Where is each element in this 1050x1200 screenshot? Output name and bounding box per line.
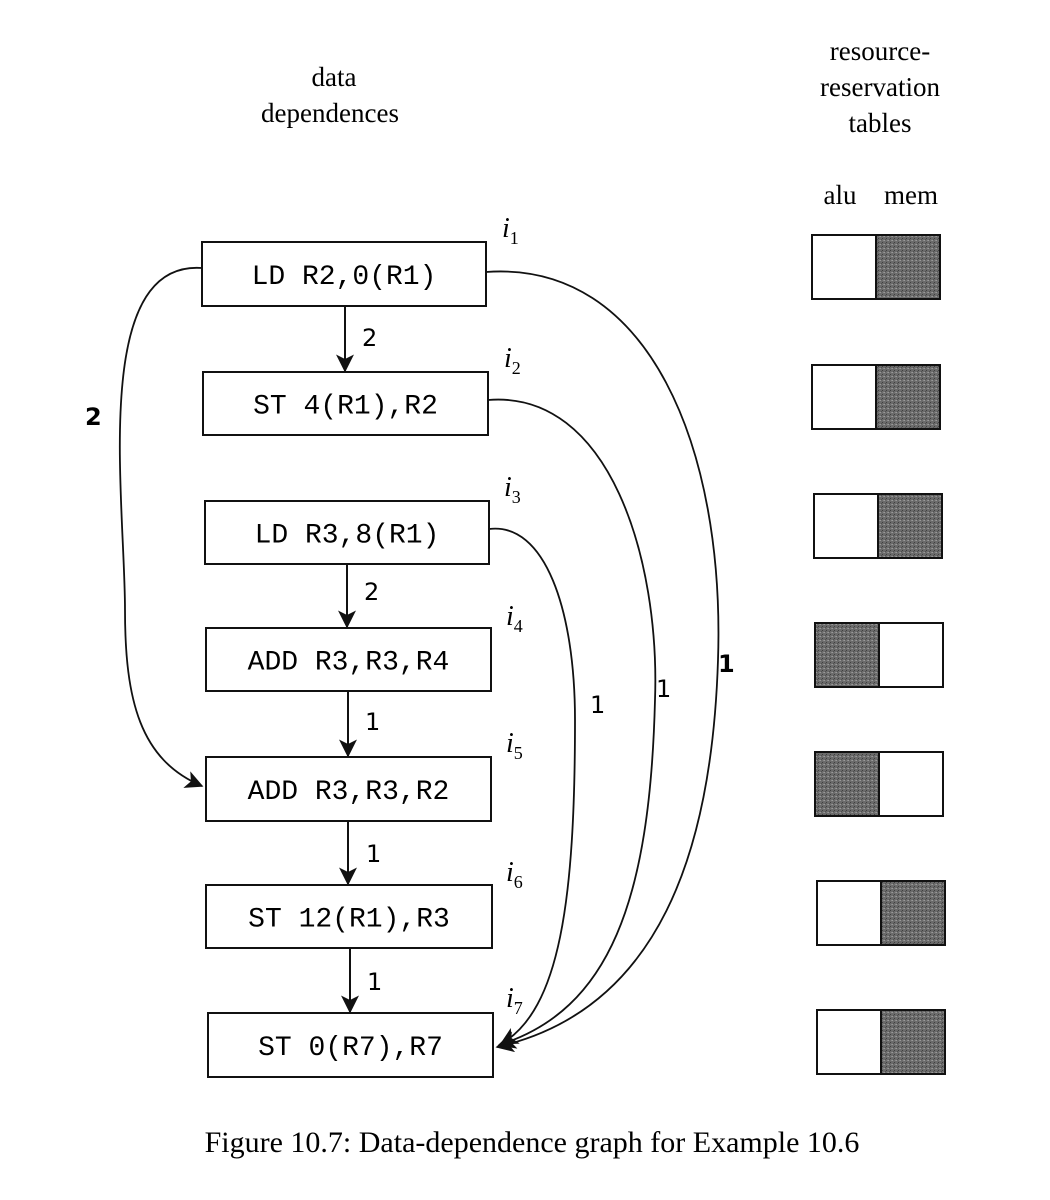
instruction-box [201, 241, 487, 307]
mem-cell-busy [875, 234, 941, 300]
header-alu: alu [824, 180, 857, 210]
instruction-label: i5 [506, 728, 523, 763]
instruction-node-i2: ST 4(R1),R2 i2 [202, 343, 521, 436]
instruction-box [207, 1012, 494, 1078]
edge-weight-label: 1 [367, 968, 382, 996]
edge-i6-i7: 1 [341, 948, 382, 1014]
instruction-node-i5: ADD R3,R3,R2 i5 [205, 728, 523, 822]
header-tables: tables [849, 108, 912, 138]
header-resource: resource- [830, 36, 930, 66]
instruction-code: ADD R3,R3,R2 [248, 777, 450, 808]
header-data: data [312, 62, 357, 92]
header-mem: mem [884, 180, 938, 210]
edge-i3-i4: 2 [338, 564, 379, 629]
reservation-table-i5 [814, 751, 944, 817]
alu-cell-free [813, 493, 879, 559]
alu-cell-free [811, 364, 877, 430]
header-dependences: dependences [261, 98, 399, 128]
edge-weight-label: 1 [656, 675, 671, 703]
edge-i3-i7: 1 [488, 527, 605, 1045]
instruction-box [205, 627, 492, 692]
mem-cell-busy [877, 493, 943, 559]
edge-weight-label: 1 [718, 650, 735, 678]
instruction-code: ADD R3,R3,R4 [248, 648, 450, 679]
instruction-label: i2 [504, 343, 521, 378]
instruction-box [204, 500, 490, 565]
edge-i1-i7: 1 [485, 270, 735, 1053]
reservation-table-i1 [811, 234, 941, 300]
edge-i1-i5: 2 [85, 267, 204, 788]
alu-cell-busy [814, 622, 880, 688]
instruction-code: ST 12(R1),R3 [248, 905, 450, 936]
instruction-node-i1: LD R2,0(R1) i1 [201, 213, 519, 307]
instruction-label: i3 [504, 472, 521, 507]
reservation-table-i3 [813, 493, 943, 559]
figure-caption: Figure 10.7: Data-dependence graph for E… [205, 1126, 860, 1159]
instruction-label: i7 [506, 983, 523, 1018]
edge-i5-i6: 1 [339, 821, 381, 886]
mem-cell-busy [875, 364, 941, 430]
dependence-edges: 2 2 1 1 1 2 1 1 1 [85, 267, 735, 1053]
edge-weight-label: 2 [362, 324, 377, 352]
alu-cell-free [811, 234, 877, 300]
mem-cell-busy [880, 1009, 946, 1075]
edge-curve [118, 267, 204, 788]
edge-i1-i2: 2 [336, 306, 377, 373]
instruction-nodes: LD R2,0(R1) i1 ST 4(R1),R2 i2 LD R3,8(R1) i3A… [201, 213, 523, 1078]
edge-weight-label: 1 [366, 840, 381, 868]
header-reservation: reservation [820, 72, 940, 102]
edge-i2-i7: 1 [487, 398, 671, 1049]
edge-i4-i5: 1 [339, 691, 380, 758]
instruction-code: ST 0(R7),R7 [258, 1033, 443, 1064]
instruction-box [202, 371, 489, 436]
instruction-box [205, 884, 493, 949]
instruction-label: i1 [502, 213, 519, 248]
alu-cell-free [816, 880, 882, 946]
instruction-node-i6: ST 12(R1),R3 i6 [205, 857, 523, 949]
instruction-code: LD R3,8(R1) [255, 521, 440, 552]
reservation-table-i4 [814, 622, 944, 688]
instruction-label: i6 [506, 857, 523, 892]
alu-cell-free [816, 1009, 882, 1075]
instruction-node-i7: ST 0(R7),R7 i7 [207, 983, 523, 1078]
edge-curve [487, 398, 657, 1049]
alu-cell-busy [814, 751, 880, 817]
instruction-code: LD R2,0(R1) [252, 262, 437, 293]
instruction-label: i4 [506, 601, 523, 636]
reservation-table-i2 [811, 364, 941, 430]
instruction-node-i3: LD R3,8(R1) i3 [204, 472, 521, 565]
mem-cell-busy [880, 880, 946, 946]
instruction-box [205, 756, 492, 822]
edge-curve [485, 270, 720, 1053]
mem-cell-free [878, 622, 944, 688]
edge-weight-label: 2 [85, 403, 102, 431]
edge-weight-label: 1 [365, 708, 380, 736]
reservation-table-i7 [816, 1009, 946, 1075]
edge-weight-label: 2 [364, 578, 379, 606]
mem-cell-free [878, 751, 944, 817]
reservation-table-i6 [816, 880, 946, 946]
reservation-tables [811, 234, 946, 1075]
instruction-node-i4: ADD R3,R3,R4 i4 [205, 601, 523, 692]
edge-curve [488, 527, 576, 1045]
instruction-code: ST 4(R1),R2 [253, 392, 438, 423]
edge-weight-label: 1 [590, 691, 605, 719]
